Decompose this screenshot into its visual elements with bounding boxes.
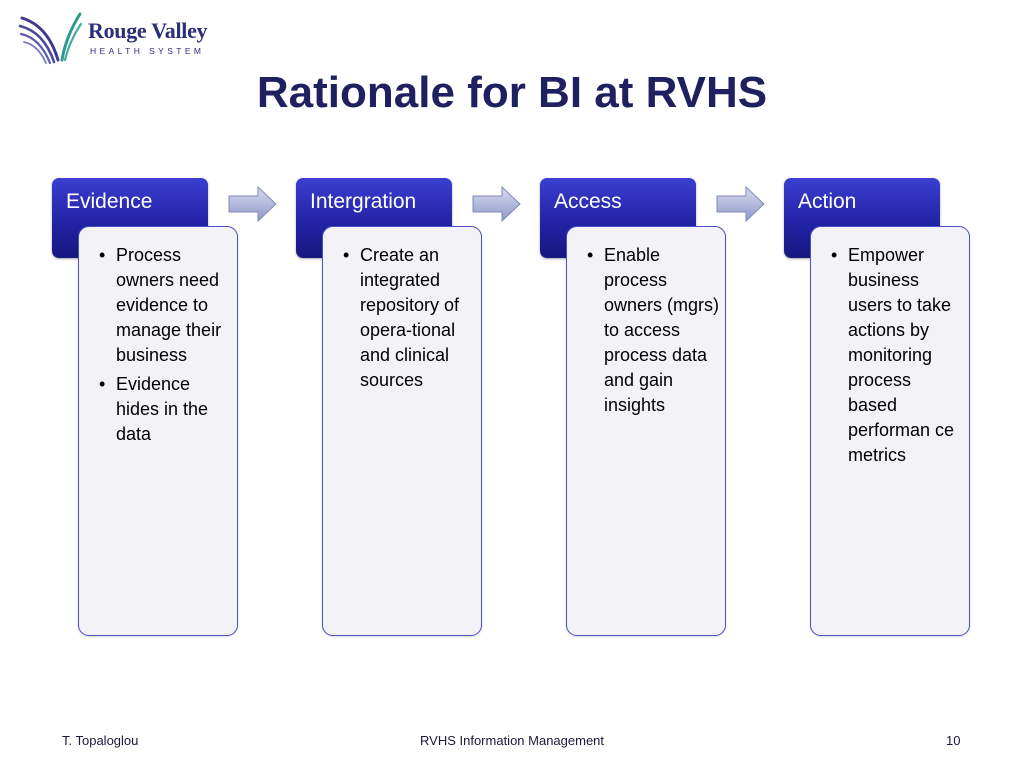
- bullet-list: Enable process owners (mgrs) to access p…: [567, 227, 725, 418]
- bullet-item: Create an integrated repository of opera…: [343, 243, 475, 393]
- bullet-item: Evidence hides in the data: [99, 372, 231, 447]
- rouge-valley-logo: Rouge Valley HEALTH SYSTEM: [18, 8, 218, 66]
- arrow-right-icon: [716, 186, 765, 222]
- arrow-right-icon: [228, 186, 277, 222]
- footer-author: T. Topaloglou: [62, 733, 139, 748]
- bullet-list: Create an integrated repository of opera…: [323, 227, 481, 393]
- page-number: 10: [946, 733, 961, 748]
- process-step-integration: Intergration Create an integrated reposi…: [296, 178, 486, 642]
- step-body: Empower business users to take actions b…: [810, 226, 970, 636]
- step-title: Action: [798, 190, 857, 213]
- step-body: Process owners need evidence to manage t…: [78, 226, 238, 636]
- step-title: Evidence: [66, 190, 153, 213]
- arrow-right-icon: [472, 186, 521, 222]
- bullet-item: Process owners need evidence to manage t…: [99, 243, 231, 368]
- bullet-list: Empower business users to take actions b…: [811, 227, 969, 468]
- bullet-item: Empower business users to take actions b…: [831, 243, 963, 468]
- process-step-evidence: Evidence Process owners need evidence to…: [52, 178, 242, 642]
- slide-title: Rationale for BI at RVHS: [256, 68, 768, 117]
- footer-center: RVHS Information Management: [420, 733, 605, 748]
- logo-tagline: HEALTH SYSTEM: [90, 46, 205, 56]
- step-body: Enable process owners (mgrs) to access p…: [566, 226, 726, 636]
- step-title: Intergration: [310, 190, 417, 213]
- bullet-item: Enable process owners (mgrs) to access p…: [587, 243, 719, 418]
- bullet-list: Process owners need evidence to manage t…: [79, 227, 237, 447]
- step-title: Access: [554, 190, 622, 213]
- step-body: Create an integrated repository of opera…: [322, 226, 482, 636]
- process-step-action: Action Empower business users to take ac…: [784, 178, 974, 642]
- process-step-access: Access Enable process owners (mgrs) to a…: [540, 178, 730, 642]
- logo-name: Rouge Valley: [88, 18, 208, 43]
- logo-swoosh-icon: [18, 12, 82, 65]
